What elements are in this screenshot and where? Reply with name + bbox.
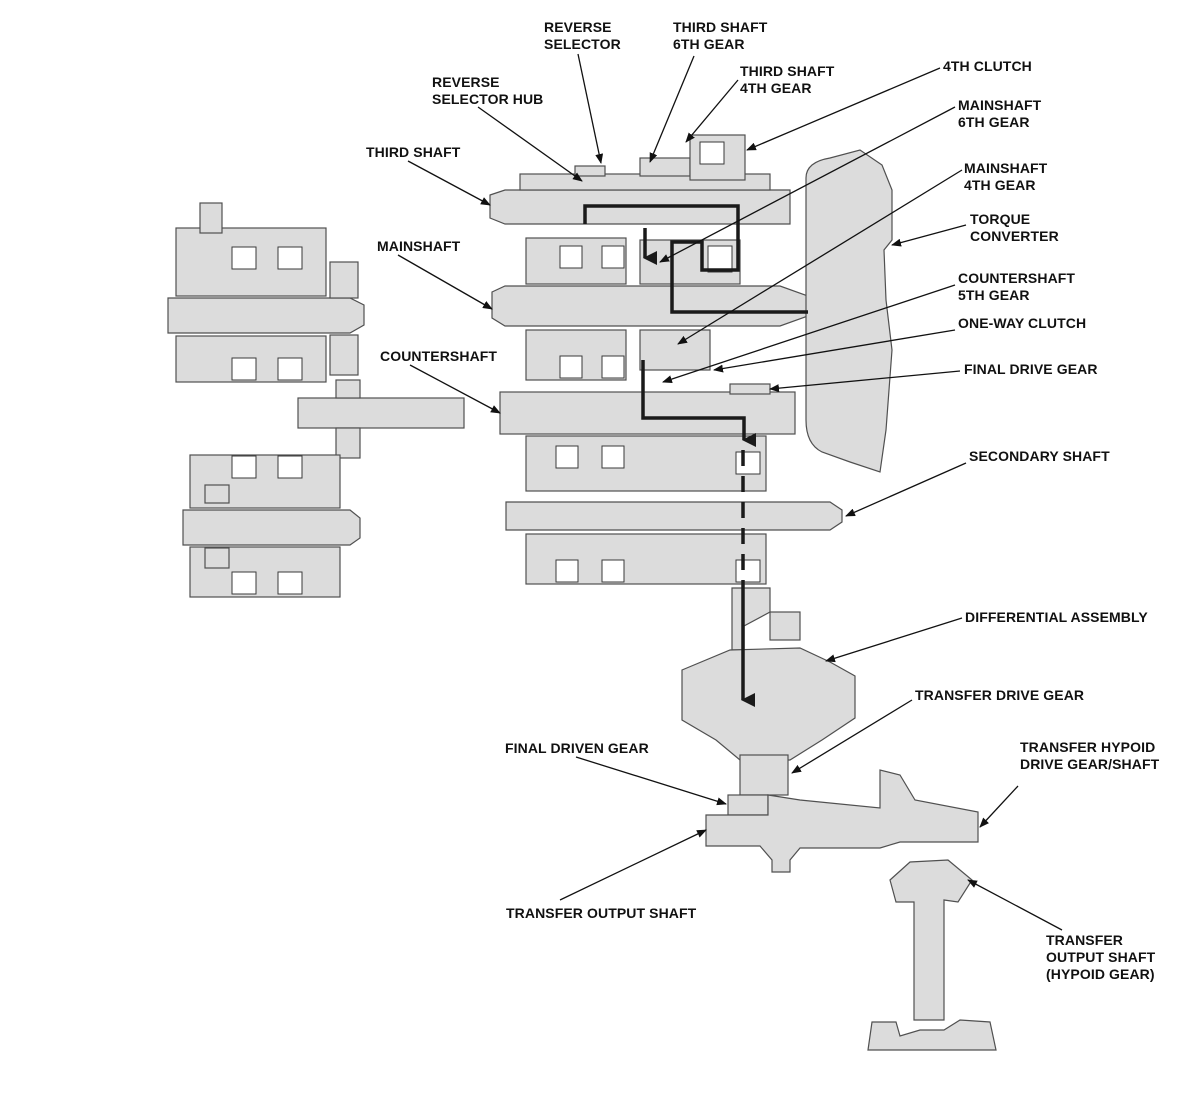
label-transfer-hypoid-drive-gear-shaft: TRANSFER HYPOID DRIVE GEAR/SHAFT (1020, 739, 1160, 772)
leader-lines (397, 53, 1063, 931)
main-gear-cluster (489, 134, 843, 585)
label-one-way-clutch: ONE-WAY CLUTCH (958, 315, 1087, 331)
label-final-drive-gear: FINAL DRIVE GEAR (964, 361, 1098, 377)
label-final-driven-gear: FINAL DRIVEN GEAR (505, 740, 649, 756)
label-countershaft: COUNTERSHAFT (380, 348, 498, 364)
label-torque-converter: TORQUE CONVERTER (970, 211, 1059, 244)
label-mainshaft: MAINSHAFT (377, 238, 461, 254)
left-cluster-clutch-packs (231, 246, 303, 595)
label-third-shaft: THIRD SHAFT (366, 144, 461, 160)
label-third-shaft-4th-gear: THIRD SHAFT 4TH GEAR (740, 63, 835, 96)
power-flow-path (583, 204, 808, 707)
label-mainshaft-6th-gear: MAINSHAFT 6TH GEAR (958, 97, 1042, 130)
label-differential-assembly: DIFFERENTIAL ASSEMBLY (965, 609, 1148, 625)
label-mainshaft-4th-gear: MAINSHAFT 4TH GEAR (964, 160, 1048, 193)
left-gear-cluster (167, 202, 465, 598)
label-4th-clutch: 4TH CLUTCH (943, 58, 1032, 74)
label-transfer-drive-gear: TRANSFER DRIVE GEAR (915, 687, 1085, 703)
torque-converter-body (805, 149, 893, 473)
label-reverse-selector-hub: REVERSE SELECTOR HUB (432, 74, 544, 107)
label-third-shaft-6th-gear: THIRD SHAFT 6TH GEAR (673, 19, 768, 52)
main-cluster-clutch-packs (555, 141, 761, 583)
label-transfer-output-shaft: TRANSFER OUTPUT SHAFT (506, 905, 697, 921)
label-transfer-output-shaft-hypoid-gear: TRANSFER OUTPUT SHAFT (HYPOID GEAR) (1046, 932, 1156, 982)
label-secondary-shaft: SECONDARY SHAFT (969, 448, 1110, 464)
label-countershaft-5th-gear: COUNTERSHAFT 5TH GEAR (958, 270, 1076, 303)
label-reverse-selector: REVERSE SELECTOR (544, 19, 621, 52)
